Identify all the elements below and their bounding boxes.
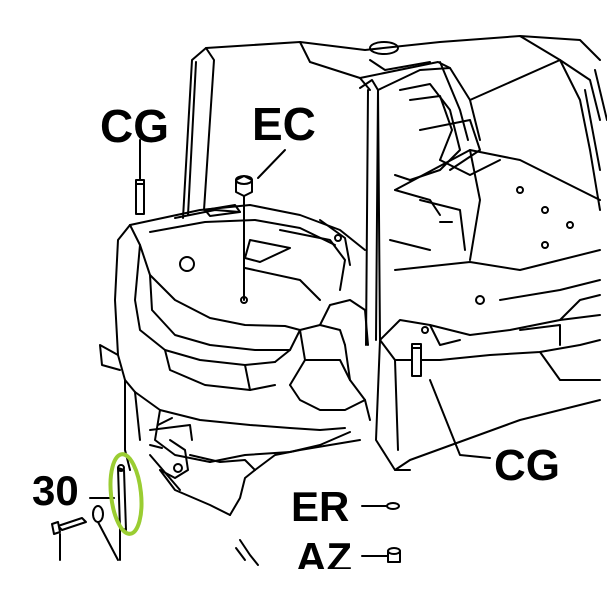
callout-cg-top: CG: [100, 100, 169, 152]
right-lower-body: [375, 279, 601, 471]
rear-counterweight: [99, 224, 371, 463]
cab-roof: [205, 35, 601, 91]
er-leader: [361, 502, 400, 510]
cg-bottom-marker: [411, 343, 491, 459]
engine-hood: [129, 204, 366, 301]
ec-plug: [235, 149, 286, 304]
highlight-ellipse: [108, 452, 144, 536]
callout-cg-bottom: CG: [494, 441, 560, 490]
callout-er: ER: [291, 483, 350, 530]
callout-az: AZ: [296, 537, 352, 569]
callout-ec: EC: [252, 98, 316, 150]
cg-top-marker: [135, 139, 145, 215]
az-leader: [361, 547, 401, 563]
cab-interior: [389, 149, 601, 305]
cab-frame-right: [377, 35, 607, 211]
operator-seat: [394, 83, 501, 216]
callout-part-30: 30: [32, 467, 79, 514]
bolt-icon: [57, 517, 87, 531]
part-30-assembly: [51, 464, 127, 561]
left-cab-pillar: [182, 47, 215, 219]
wheel-arch: [235, 439, 361, 566]
